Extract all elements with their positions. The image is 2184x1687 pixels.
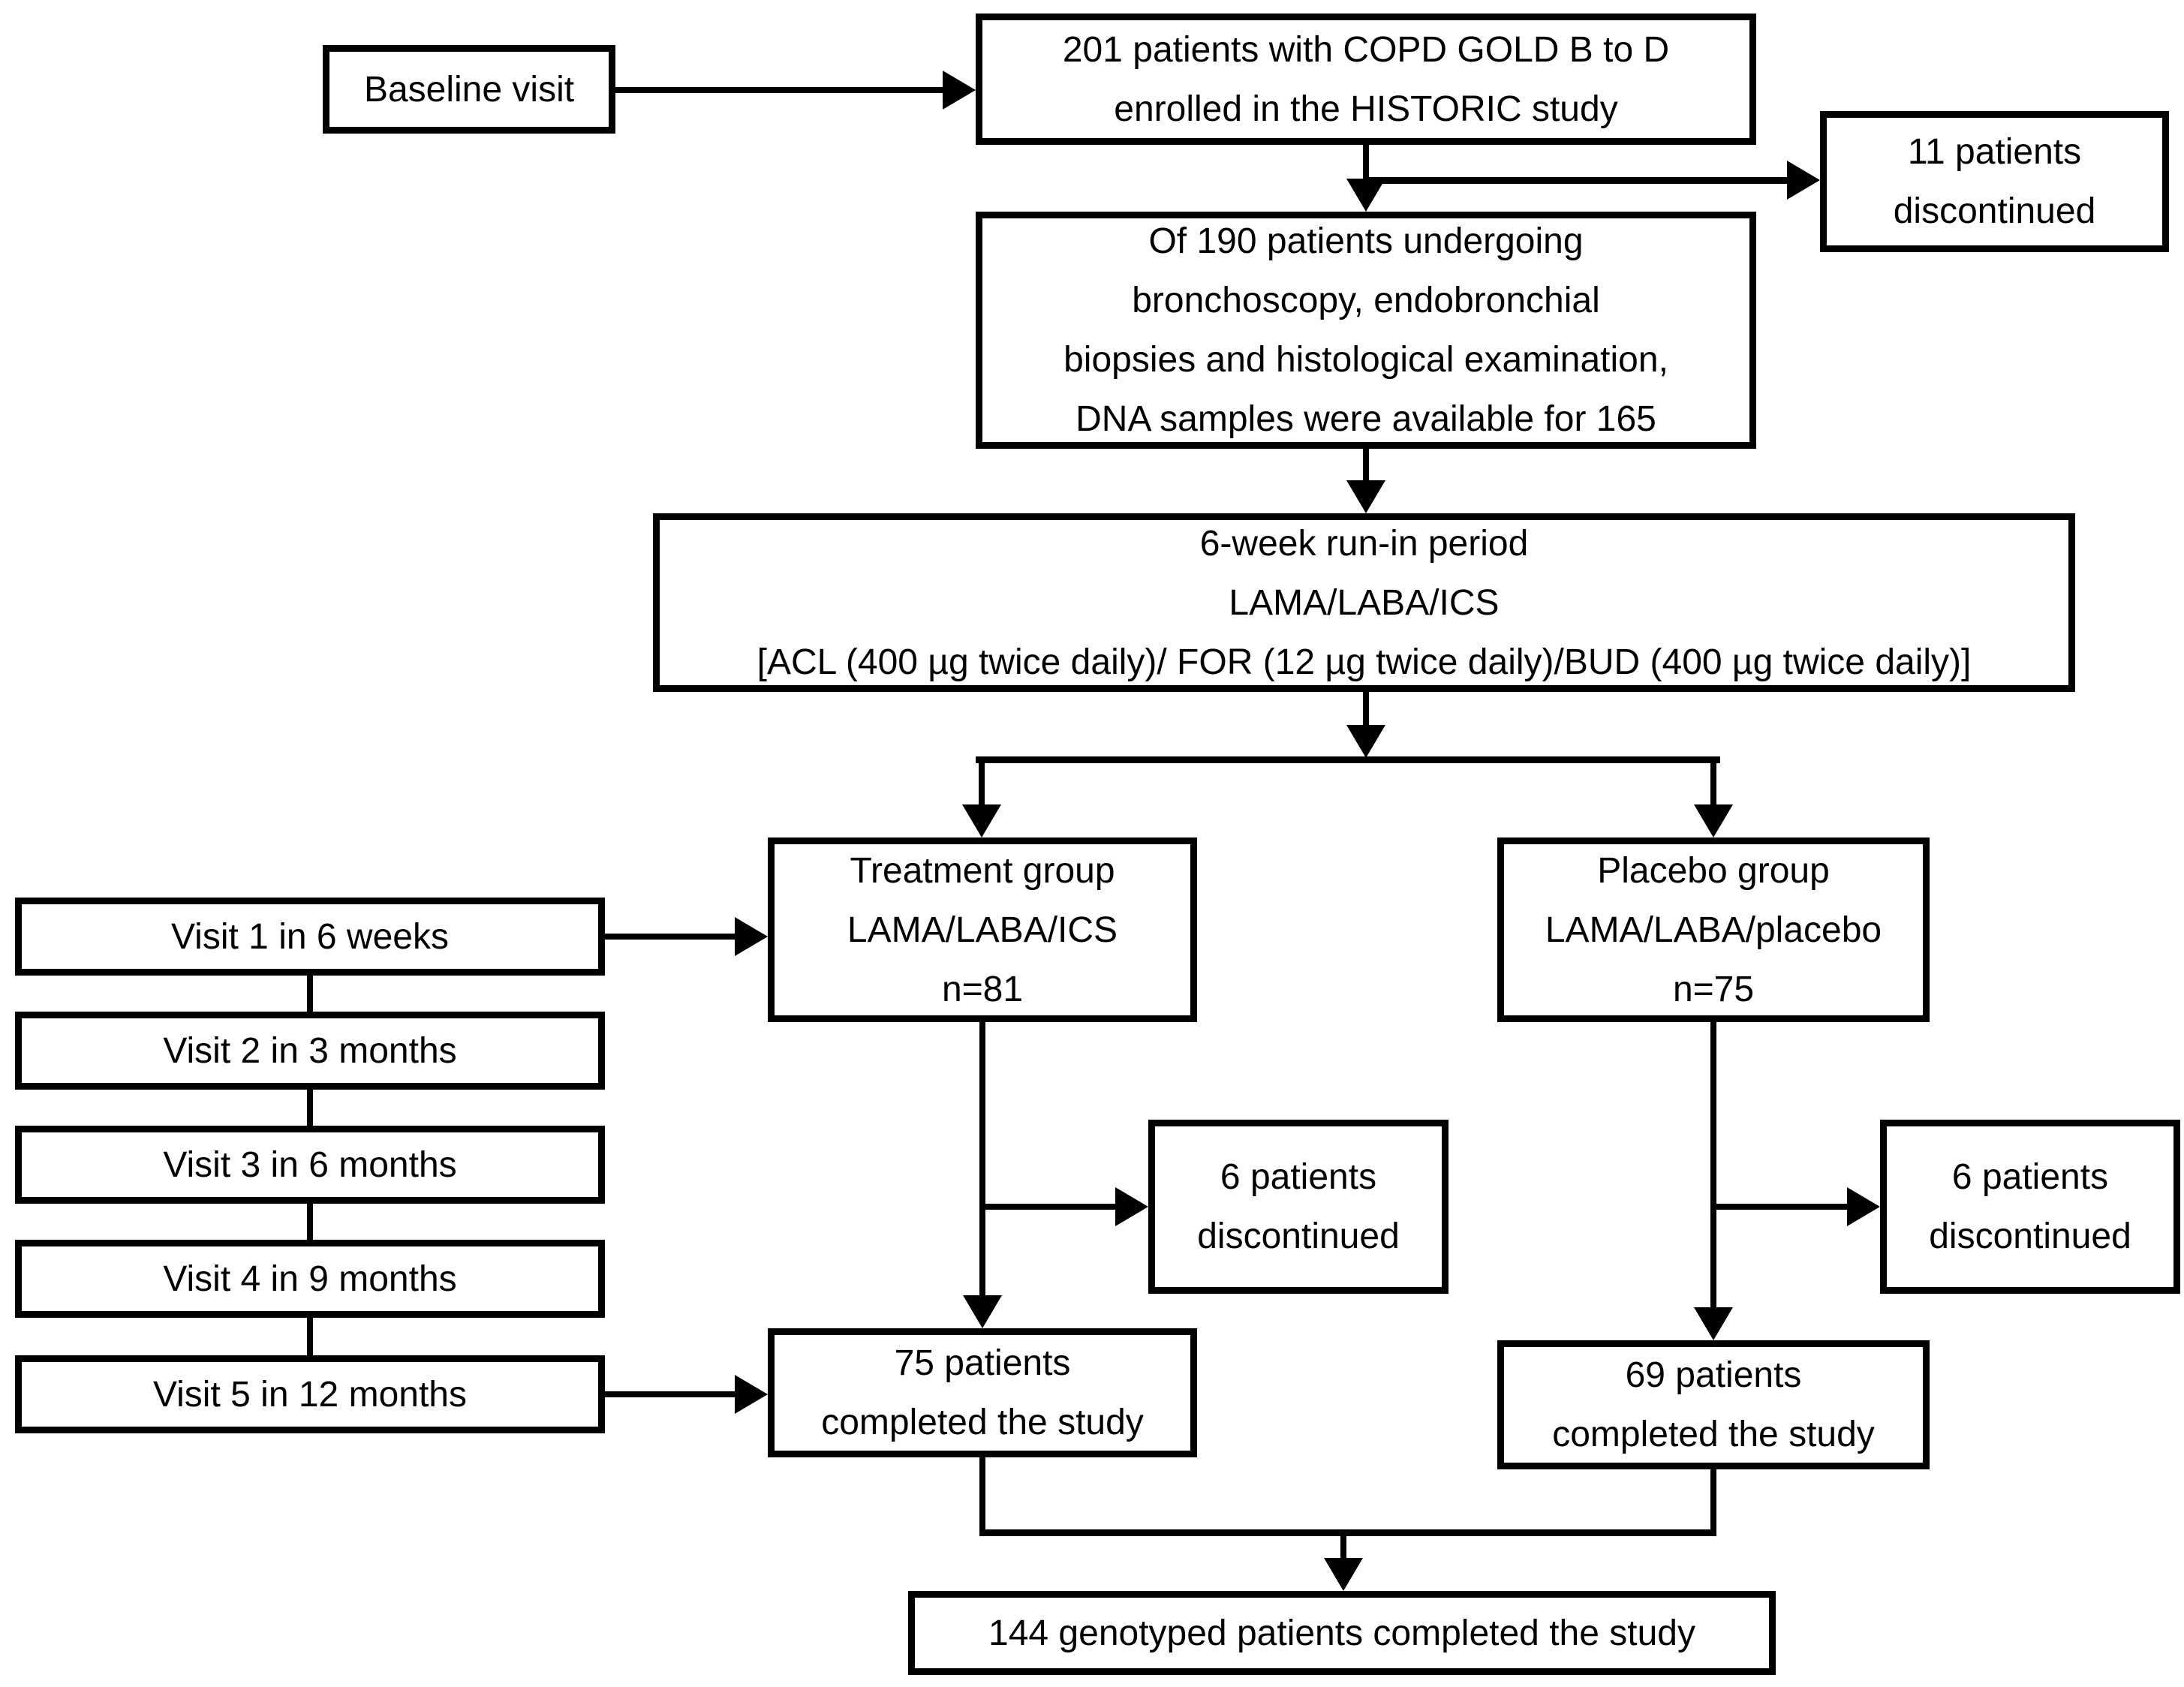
node-line: n=75 bbox=[1672, 969, 1755, 1009]
connector-visit1-to-treatment bbox=[605, 934, 736, 940]
arrowhead-treatment-to-completed75 bbox=[963, 1295, 1002, 1328]
node-visit-1: Visit 1 in 6 weeks bbox=[15, 898, 605, 976]
connector-visit4-to-visit5 bbox=[307, 1318, 313, 1355]
connector-treatment-to-completed75 bbox=[979, 1022, 985, 1297]
node-line: 6-week run-in period bbox=[1199, 523, 1529, 564]
node-baseline-visit: Baseline visit bbox=[323, 45, 615, 134]
node-completed-69: 69 patients completed the study bbox=[1497, 1340, 1930, 1469]
connector-completed69-to-join bbox=[1710, 1469, 1716, 1535]
node-line: LAMA/LABA/ICS bbox=[847, 910, 1118, 950]
arrowhead-join-to-genotyped bbox=[1324, 1558, 1363, 1591]
node-line: discontinued bbox=[1893, 191, 2096, 231]
connector-branch-to-discontinued-6-treatment bbox=[979, 1204, 1117, 1210]
node-visit-3: Visit 3 in 6 months bbox=[15, 1126, 605, 1204]
node-line: Visit 4 in 9 months bbox=[163, 1258, 457, 1299]
node-line: LAMA/LABA/placebo bbox=[1545, 910, 1882, 950]
node-line: bronchoscopy, endobronchial bbox=[1132, 281, 1600, 320]
arrowhead-run-in-to-split bbox=[1346, 725, 1385, 758]
connector-branch-to-discontinued-6-placebo bbox=[1710, 1204, 1849, 1210]
node-line: Treatment group bbox=[850, 850, 1115, 891]
arrowhead-branch-to-discontinued-6-placebo bbox=[1847, 1187, 1880, 1226]
connector-completed75-to-join bbox=[979, 1457, 985, 1535]
connector-join-bar bbox=[979, 1529, 1716, 1536]
node-discontinued-6-treatment: 6 patients discontinued bbox=[1148, 1120, 1448, 1294]
arrowhead-placebo-to-completed69 bbox=[1694, 1307, 1733, 1340]
node-line: 6 patients bbox=[1951, 1157, 2109, 1197]
node-line: completed the study bbox=[821, 1403, 1144, 1442]
node-line: 11 patients bbox=[1907, 132, 2082, 172]
connector-split-to-treatment bbox=[979, 762, 985, 806]
node-treatment-group: Treatment group LAMA/LABA/ICS n=81 bbox=[768, 837, 1197, 1022]
node-visit-5: Visit 5 in 12 months bbox=[15, 1355, 605, 1433]
node-completed-75: 75 patients completed the study bbox=[768, 1328, 1197, 1457]
node-run-in-period: 6-week run-in period LAMA/LABA/ICS [ACL … bbox=[653, 513, 2075, 692]
node-line: Visit 2 in 3 months bbox=[163, 1030, 457, 1071]
node-line: Visit 3 in 6 months bbox=[163, 1144, 457, 1185]
node-line: discontinued bbox=[1929, 1216, 2131, 1256]
node-line: n=81 bbox=[941, 969, 1024, 1009]
arrowhead-split-to-placebo bbox=[1694, 804, 1733, 837]
node-line: 144 genotyped patients completed the stu… bbox=[988, 1613, 1695, 1653]
connector-split-bar bbox=[976, 756, 1720, 763]
node-line: Of 190 patients undergoing bbox=[1148, 221, 1584, 261]
arrowhead-visit1-to-treatment bbox=[735, 917, 768, 956]
node-line: 201 patients with COPD GOLD B to D bbox=[1062, 29, 1670, 70]
connector-branch-to-discontinued-11 bbox=[1363, 177, 1788, 184]
node-line: Visit 5 in 12 months bbox=[152, 1374, 467, 1415]
arrowhead-branch-to-discontinued-11 bbox=[1787, 161, 1820, 200]
arrowhead-enrolled-to-dna bbox=[1346, 179, 1385, 212]
node-discontinued-6-placebo: 6 patients discontinued bbox=[1880, 1120, 2180, 1294]
connector-placebo-to-completed69 bbox=[1710, 1022, 1716, 1309]
node-line: 69 patients bbox=[1625, 1355, 1802, 1395]
connector-visit5-to-completed75 bbox=[605, 1391, 736, 1397]
node-genotyped-144: 144 genotyped patients completed the stu… bbox=[908, 1591, 1776, 1675]
node-line: enrolled in the HISTORIC study bbox=[1114, 89, 1618, 129]
node-line: Visit 1 in 6 weeks bbox=[171, 916, 449, 957]
node-line: 75 patients bbox=[894, 1343, 1071, 1383]
arrowhead-dna-to-run-in bbox=[1346, 480, 1385, 513]
node-dna-190-165: Of 190 patients undergoing bronchoscopy,… bbox=[976, 212, 1756, 449]
connector-run-in-to-split bbox=[1363, 692, 1369, 728]
node-line: Baseline visit bbox=[363, 69, 575, 110]
node-line: biopsies and histological examination, bbox=[1063, 340, 1668, 380]
connector-visit2-to-visit3 bbox=[307, 1090, 313, 1126]
node-line: [ACL (400 µg twice daily)/ FOR (12 µg tw… bbox=[757, 642, 1972, 682]
arrowhead-visit5-to-completed75 bbox=[735, 1375, 768, 1414]
node-line: Placebo group bbox=[1597, 850, 1830, 891]
arrowhead-branch-to-discontinued-6-treatment bbox=[1115, 1187, 1148, 1226]
connector-split-to-placebo bbox=[1710, 762, 1716, 806]
connector-visit1-to-visit2 bbox=[307, 976, 313, 1012]
node-enrolled-201: 201 patients with COPD GOLD B to D enrol… bbox=[976, 14, 1756, 145]
node-line: LAMA/LABA/ICS bbox=[1229, 582, 1500, 623]
arrowhead-baseline-to-enrolled bbox=[943, 71, 976, 110]
node-line: discontinued bbox=[1197, 1216, 1400, 1256]
connector-join-to-genotyped bbox=[1340, 1535, 1346, 1559]
connector-dna-to-run-in bbox=[1363, 449, 1369, 482]
node-visit-4: Visit 4 in 9 months bbox=[15, 1240, 605, 1318]
node-line: DNA samples were available for 165 bbox=[1075, 399, 1656, 439]
node-discontinued-11: 11 patients discontinued bbox=[1820, 111, 2169, 252]
node-placebo-group: Placebo group LAMA/LABA/placebo n=75 bbox=[1497, 837, 1930, 1022]
connector-enrolled-to-dna bbox=[1363, 145, 1369, 185]
arrowhead-split-to-treatment bbox=[962, 804, 1001, 837]
node-line: completed the study bbox=[1552, 1415, 1875, 1454]
connector-baseline-to-enrolled bbox=[614, 87, 944, 93]
node-visit-2: Visit 2 in 3 months bbox=[15, 1012, 605, 1090]
node-line: 6 patients bbox=[1220, 1157, 1377, 1197]
connector-visit3-to-visit4 bbox=[307, 1204, 313, 1240]
